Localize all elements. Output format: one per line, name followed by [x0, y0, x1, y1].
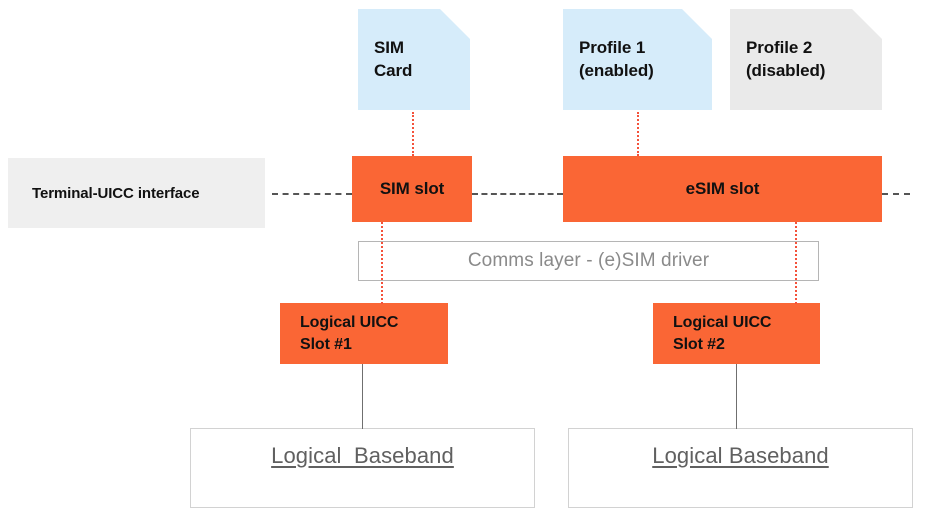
connector-esim-slot-to-logical-uicc-2 [795, 222, 797, 304]
logical-uicc-slot-2-label: Logical UICC Slot #2 [673, 313, 772, 353]
logical-uicc-slot-1-label: Logical UICC Slot #1 [300, 313, 399, 353]
sim-card: SIM Card [358, 9, 470, 110]
comms-layer-label: Comms layer - (e)SIM driver [467, 250, 710, 271]
connector-logical-uicc-2-to-baseband-2 [736, 364, 737, 429]
logical-uicc-slot-2: Logical UICC Slot #2 [653, 303, 820, 364]
terminal-uicc-interface-label: Terminal-UICC interface [32, 184, 200, 202]
sim-slot-label: SIM slot [379, 178, 445, 198]
logical-baseband-1-label: Logical Baseband [271, 443, 454, 468]
bus-sim-slot-to-esim-slot [472, 193, 563, 195]
sim-slot: SIM slot [352, 156, 472, 222]
logical-baseband-2: Logical Baseband [568, 428, 913, 508]
connector-logical-uicc-1-to-baseband-1 [362, 364, 363, 429]
logical-baseband-2-label: Logical Baseband [652, 443, 829, 468]
terminal-uicc-interface: Terminal-UICC interface [8, 158, 265, 228]
profile-1-card: Profile 1 (enabled) [563, 9, 712, 110]
bus-interface-to-sim-slot [272, 193, 352, 195]
esim-slot: eSIM slot [563, 156, 882, 222]
profile-2-label: Profile 2 (disabled) [746, 38, 826, 80]
connector-profile-1-to-esim-slot [637, 112, 639, 156]
logical-baseband-1: Logical Baseband [190, 428, 535, 508]
esim-slot-label: eSIM slot [685, 178, 760, 198]
connector-sim-card-to-sim-slot [412, 112, 414, 156]
connector-sim-slot-to-logical-uicc-1 [381, 222, 383, 304]
bus-esim-slot-right [882, 193, 910, 195]
logical-uicc-slot-1: Logical UICC Slot #1 [280, 303, 448, 364]
profile-1-label: Profile 1 (enabled) [579, 38, 654, 80]
comms-layer-box: Comms layer - (e)SIM driver [358, 241, 819, 281]
sim-card-label: SIM Card [374, 38, 413, 80]
profile-2-card: Profile 2 (disabled) [730, 9, 882, 110]
